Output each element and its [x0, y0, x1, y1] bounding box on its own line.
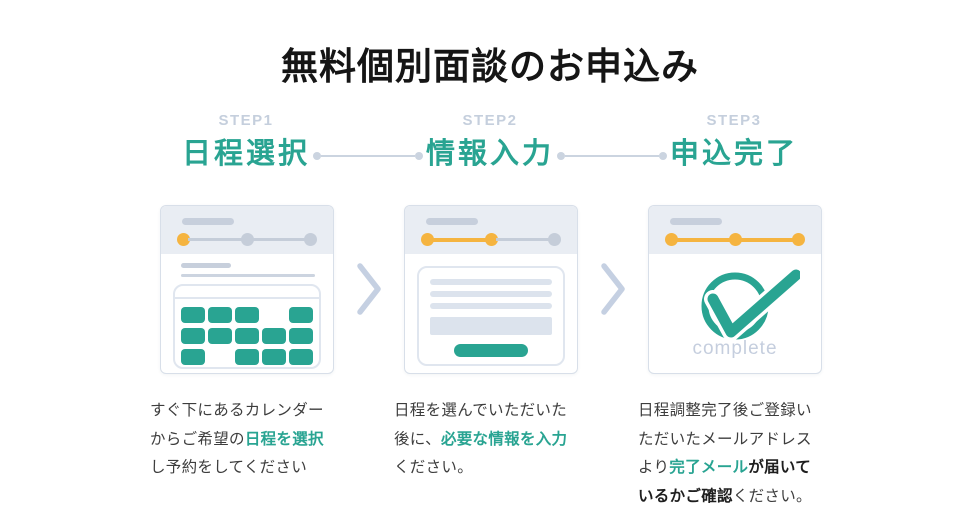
- card-header: [161, 206, 333, 254]
- calendar-date-cell: [181, 307, 205, 323]
- form-textarea-block: [430, 317, 552, 335]
- progress-dot: [484, 233, 498, 246]
- chevron-right-icon: [601, 263, 625, 315]
- chevron-right-icon: [357, 263, 381, 315]
- complete-label: complete: [692, 338, 778, 359]
- step1-heading: STEP1 日程選択: [131, 112, 361, 172]
- step-connector-line: [313, 151, 423, 160]
- page-title: 無料個別面談のお申込み: [281, 46, 699, 87]
- progress-dot: [728, 233, 742, 246]
- step3-title: 申込完了: [669, 138, 798, 170]
- placeholder-bar: [670, 218, 722, 225]
- progress-segment: [188, 238, 243, 241]
- calendar-date-cell: [262, 328, 286, 344]
- progress-segment: [432, 237, 487, 242]
- step2-description: 日程を選んでいただいた 後に、必要な情報を入力 ください。: [394, 402, 568, 476]
- calendar-date-cell: [289, 307, 313, 323]
- calendar-date-cell: [235, 328, 259, 344]
- connector-line: [321, 154, 415, 157]
- card-header: [649, 206, 821, 254]
- step2-title: 情報入力: [425, 138, 554, 170]
- form-field-line: [430, 279, 552, 285]
- progress-segment: [495, 238, 550, 241]
- placeholder-line: [181, 263, 231, 268]
- form-field-line: [430, 291, 552, 297]
- progress-indicator: [665, 233, 805, 246]
- progress-indicator: [177, 233, 317, 246]
- connector-line: [565, 154, 659, 157]
- step2-label: STEP2: [462, 112, 518, 129]
- connector-dot: [415, 151, 423, 160]
- progress-segment: [251, 238, 306, 241]
- calendar-date-cell: [235, 307, 259, 323]
- step1-label: STEP1: [218, 112, 274, 129]
- check-circle-icon: [701, 266, 800, 341]
- connector-dot: [313, 151, 321, 160]
- progress-dot: [177, 233, 190, 246]
- calendar-date-cell: [208, 307, 232, 323]
- calendar-date-cell: [181, 328, 205, 344]
- step2-card-illustration: [404, 205, 578, 374]
- calendar-illustration: [173, 284, 321, 369]
- calendar-header-divider: [175, 297, 319, 299]
- form-illustration: [417, 266, 565, 366]
- step-connector-line: [557, 151, 667, 160]
- step1-description: すぐ下にあるカレンダー からご希望の日程を選択 し予約をしてください: [150, 402, 324, 476]
- placeholder-bar: [426, 218, 478, 225]
- calendar-date-cell: [289, 349, 313, 365]
- progress-segment: [676, 237, 731, 242]
- calendar-date-cell: [235, 349, 259, 365]
- placeholder-line: [181, 274, 315, 277]
- progress-dot: [240, 233, 254, 246]
- calendar-date-grid: [181, 307, 313, 365]
- step2-heading: STEP2 情報入力: [375, 112, 605, 172]
- progress-dot: [421, 233, 434, 246]
- progress-dot: [665, 233, 678, 246]
- calendar-date-cell: [208, 328, 232, 344]
- progress-dot: [792, 233, 805, 246]
- calendar-date-cell: [289, 328, 313, 344]
- placeholder-bar: [182, 218, 234, 225]
- connector-dot: [557, 151, 565, 160]
- progress-dot: [548, 233, 561, 246]
- connector-dot: [659, 151, 667, 160]
- step3-label: STEP3: [706, 112, 762, 129]
- step3-card-illustration: complete: [648, 205, 822, 374]
- submit-button-illustration: [454, 344, 528, 357]
- progress-dot: [304, 233, 317, 246]
- step1-title: 日程選択: [181, 138, 310, 170]
- progress-segment: [739, 237, 794, 242]
- calendar-date-cell: [262, 349, 286, 365]
- card-header: [405, 206, 577, 254]
- form-field-line: [430, 303, 552, 309]
- progress-indicator: [421, 233, 561, 246]
- step1-card-illustration: [160, 205, 334, 374]
- calendar-date-cell: [181, 349, 205, 365]
- step3-heading: STEP3 申込完了: [619, 112, 849, 172]
- step3-description: 日程調整完了後ご登録い ただいたメールアドレス より完了メールが届いて いるかご…: [638, 402, 812, 505]
